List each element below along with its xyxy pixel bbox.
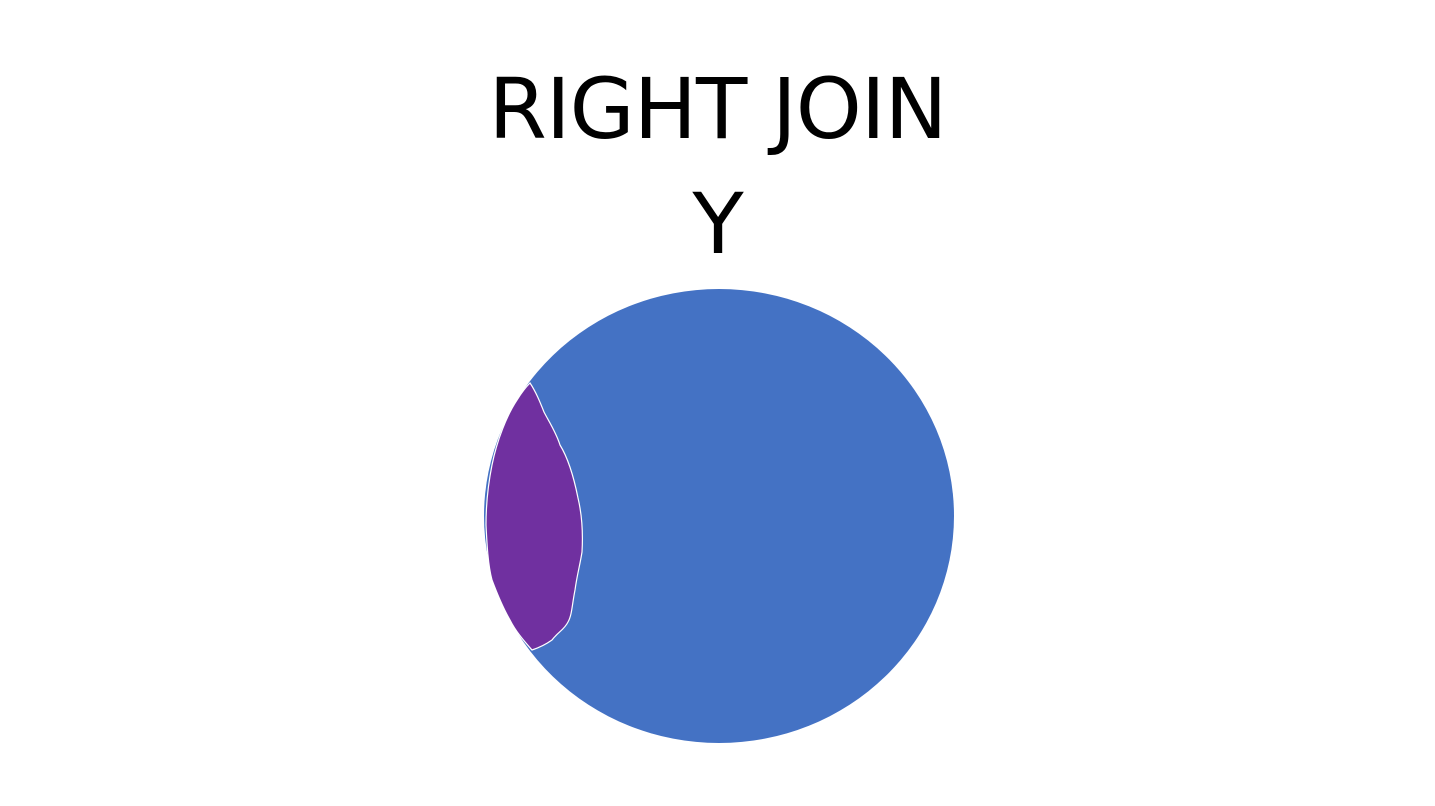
slide-title: RIGHT JOIN Y <box>0 52 1435 282</box>
intersection-region <box>485 382 583 651</box>
title-line-2: Y <box>692 175 743 273</box>
right-set-circle <box>484 289 954 743</box>
title-line-1: RIGHT JOIN <box>488 60 948 158</box>
